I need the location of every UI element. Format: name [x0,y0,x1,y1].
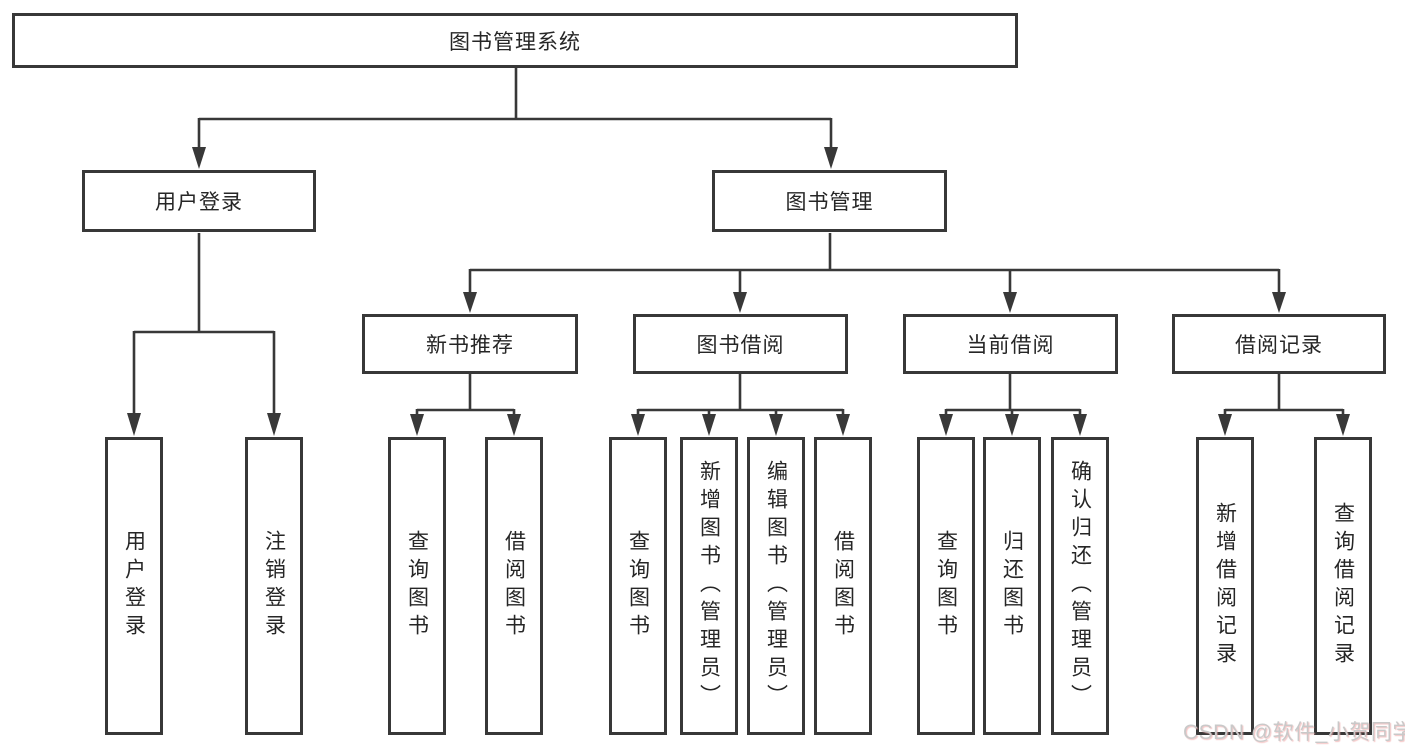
arrow-down-icon [127,147,1350,436]
node-new-book-recommend-label: 新书推荐 [426,334,514,357]
node-bb-add-books-admin-label: 新增图书（管理员） [697,460,721,712]
node-br-add-record-label: 新增借阅记录 [1213,502,1237,670]
node-nbr-borrow-books: 借阅图书 [485,437,543,735]
node-nbr-query-books: 查询图书 [388,437,446,735]
node-book-borrow-label: 图书借阅 [696,334,785,357]
node-root-label: 图书管理系统 [449,30,581,54]
node-user-login-branch-label: 用户登录 [155,191,243,214]
node-user-login-branch: 用户登录 [82,170,316,232]
node-book-borrow: 图书借阅 [633,314,848,374]
node-cb-confirm-return-admin-label: 确认归还（管理员） [1068,460,1092,712]
node-logout: 注销登录 [245,437,303,735]
node-bb-query-books: 查询图书 [609,437,667,735]
node-bb-add-books-admin: 新增图书（管理员） [680,437,738,735]
node-cb-query-books: 查询图书 [917,437,975,735]
node-current-borrow: 当前借阅 [903,314,1118,374]
node-br-query-record-label: 查询借阅记录 [1331,502,1355,670]
node-new-book-recommend: 新书推荐 [362,314,578,374]
node-user-login: 用户登录 [105,437,163,735]
node-cb-return-books-label: 归还图书 [1000,530,1024,642]
node-book-management-branch-label: 图书管理 [785,191,874,214]
node-user-login-label: 用户登录 [122,530,146,642]
node-bb-edit-books-admin: 编辑图书（管理员） [747,437,805,735]
node-bb-borrow-books-label: 借阅图书 [831,530,855,642]
node-borrow-records-label: 借阅记录 [1235,334,1323,357]
node-br-add-record: 新增借阅记录 [1196,437,1254,735]
node-cb-return-books: 归还图书 [983,437,1041,735]
node-logout-label: 注销登录 [262,530,286,642]
watermark: CSDN @软件_小贺同学 [1183,721,1405,744]
node-bb-query-books-label: 查询图书 [626,530,650,642]
node-nbr-borrow-books-label: 借阅图书 [502,530,526,642]
node-current-borrow-label: 当前借阅 [966,334,1055,357]
node-nbr-query-books-label: 查询图书 [405,530,429,642]
node-book-management-branch: 图书管理 [712,170,947,232]
node-cb-confirm-return-admin: 确认归还（管理员） [1051,437,1109,735]
node-borrow-records: 借阅记录 [1172,314,1386,374]
node-bb-edit-books-admin-label: 编辑图书（管理员） [764,460,788,712]
node-root: 图书管理系统 [12,13,1018,68]
node-br-query-record: 查询借阅记录 [1314,437,1372,735]
node-cb-query-books-label: 查询图书 [934,530,958,642]
node-bb-borrow-books: 借阅图书 [814,437,872,735]
